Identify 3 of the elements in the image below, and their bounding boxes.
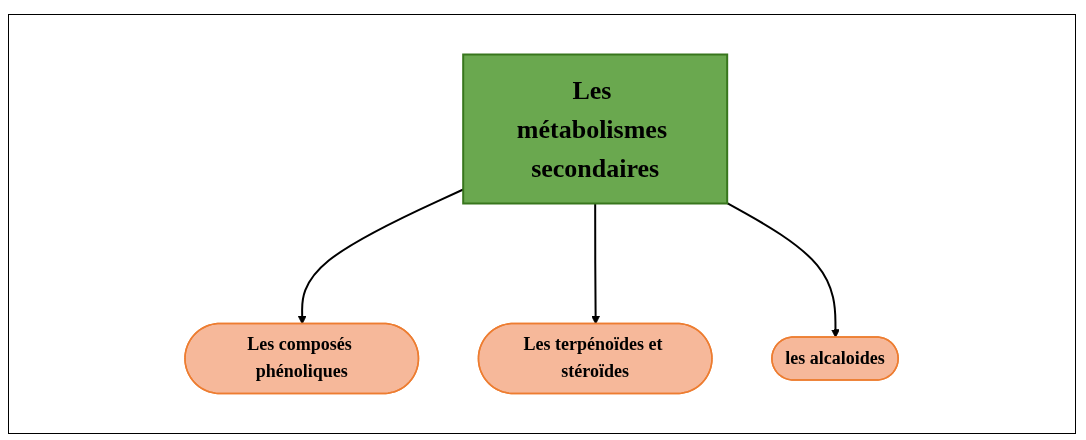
node-box: Les métabolismes secondaires	[462, 53, 729, 205]
arrow	[726, 202, 841, 338]
arrow	[591, 202, 601, 325]
